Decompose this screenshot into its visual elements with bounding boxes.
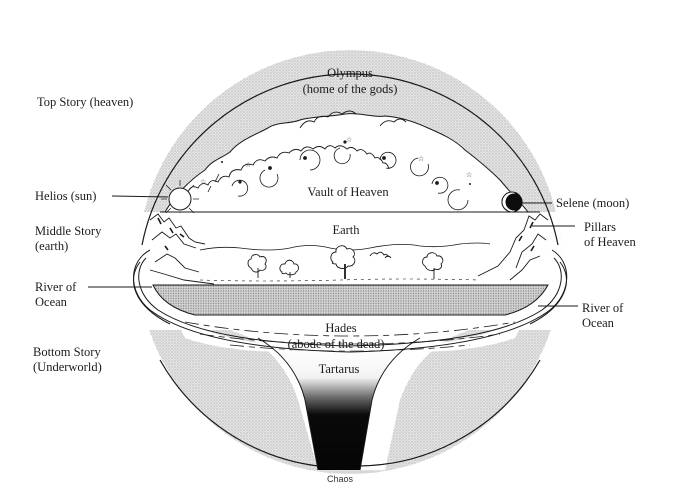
svg-text:☆: ☆ [200,178,206,186]
olympus-label-line1: Olympus [327,66,373,80]
tree-icon [422,252,444,279]
sun-icon [161,180,199,218]
bottom-story-label-line2: (Underworld) [33,360,102,374]
svg-text:☆: ☆ [418,155,424,163]
svg-text:☆: ☆ [245,161,251,169]
bottom-story-label-line1: Bottom Story [33,345,101,359]
sphere-outline [141,73,559,467]
underworld-region [148,330,552,474]
middle-story-label-line2: (earth) [35,239,69,253]
hades-label-line2: (abode of the dead) [287,337,385,351]
pillars-label-line1: Pillars [584,220,616,234]
leader-lines [88,195,578,307]
svg-text:☆: ☆ [466,171,472,179]
tree-icon [279,259,299,278]
hades-label-line1: Hades [325,321,357,335]
trees [247,245,444,279]
river-right-label-line1: River of [582,301,624,315]
svg-text:☆: ☆ [346,136,352,144]
moon-icon [501,191,523,213]
tartarus-funnel [257,337,421,471]
river-right-label-line2: Ocean [582,316,614,330]
river-of-ocean [133,249,568,353]
pillars-label-line2: of Heaven [584,235,636,249]
tree-icon [330,245,356,279]
river-left-label-line1: River of [35,280,77,294]
vault-of-heaven: ☆ ☆ ☆ ☆ ☆ [164,110,530,213]
middle-story-label-line1: Middle Story [35,224,102,238]
tartarus-label: Tartarus [318,362,360,376]
top-story-label: Top Story (heaven) [37,95,134,109]
selene-label: Selene (moon) [556,196,630,210]
tree-icon [247,254,267,278]
olympus-label-line2: (home of the gods) [302,82,398,96]
earth-underside [152,284,549,316]
helios-label: Helios (sun) [35,189,97,203]
chaos-label: Chaos [326,474,354,484]
vault-label: Vault of Heaven [307,185,389,199]
river-left-label-line2: Ocean [35,295,67,309]
earth-label: Earth [332,223,360,237]
